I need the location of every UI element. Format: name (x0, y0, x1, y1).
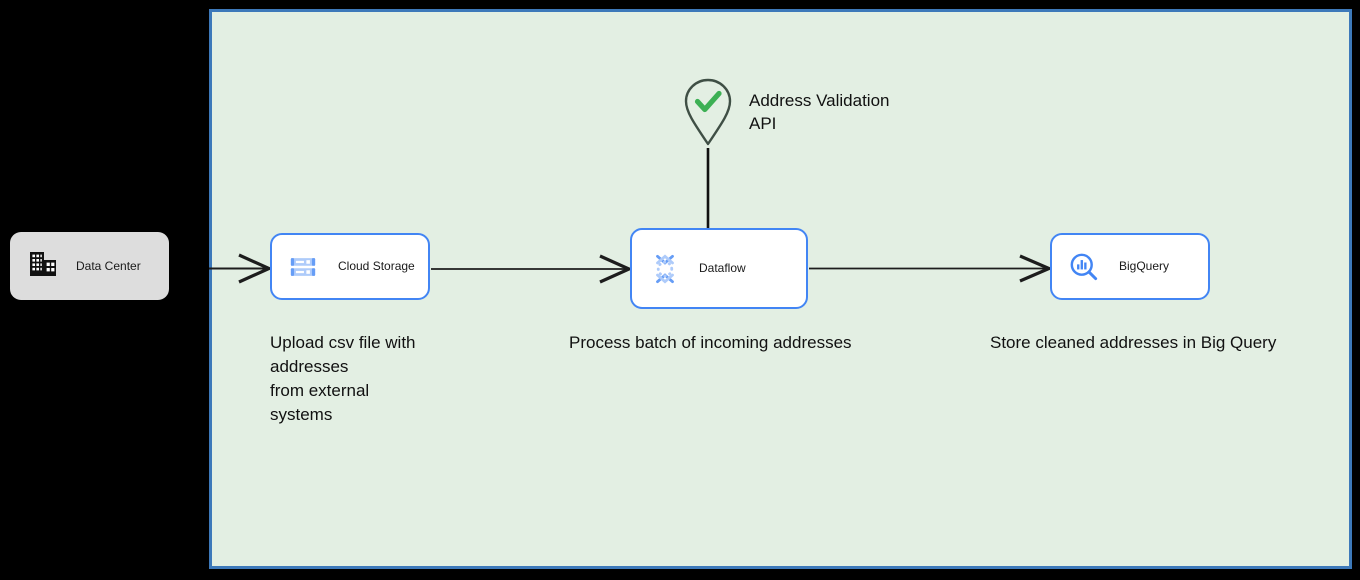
node-cloud-storage[interactable]: Cloud Storage (270, 233, 430, 300)
caption-process: Process batch of incoming addresses (569, 333, 852, 352)
node-cloud-storage-label: Cloud Storage (338, 259, 415, 274)
cloud-storage-icon (289, 253, 317, 281)
node-data-center[interactable]: Data Center (10, 232, 169, 300)
caption-upload: Upload csv file with addresses from exte… (270, 333, 416, 424)
node-bigquery-label: BigQuery (1119, 259, 1170, 274)
node-dataflow[interactable]: Dataflow (630, 228, 808, 309)
node-bigquery[interactable]: BigQuery (1050, 233, 1210, 300)
caption-store: Store cleaned addresses in Big Query (990, 333, 1277, 352)
data-center-icon (28, 249, 58, 284)
dataflow-icon (650, 253, 680, 285)
address-validation-api-label: Address Validation API (749, 91, 890, 133)
node-data-center-label: Data Center (76, 259, 141, 273)
bigquery-icon (1069, 252, 1099, 282)
map-pin-check-icon (684, 78, 732, 146)
node-dataflow-label: Dataflow (699, 261, 746, 276)
